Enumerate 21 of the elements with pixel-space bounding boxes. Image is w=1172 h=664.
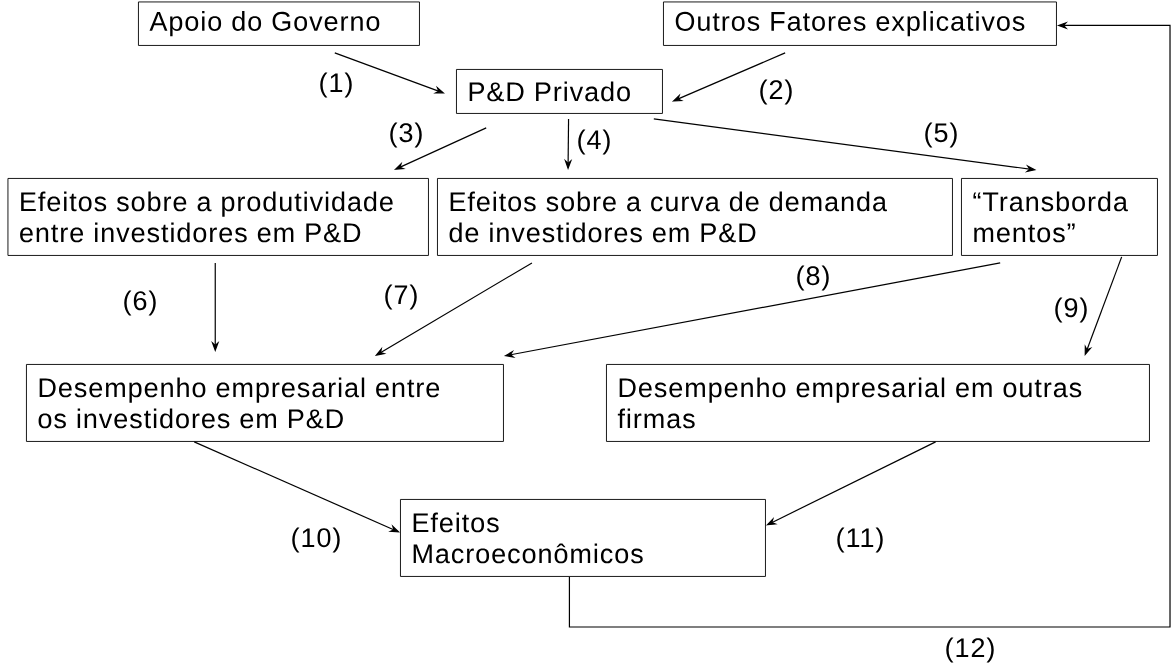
edge-label: (3) [390, 122, 422, 148]
edge-label: (8) [797, 265, 829, 291]
edge-label: (7) [385, 284, 417, 310]
edge-label: (10) [292, 527, 340, 553]
process-box: “Transborda mentos” [961, 178, 1158, 256]
edge-label: (11) [837, 527, 883, 553]
edge-label: (5) [925, 122, 957, 148]
edge-label: (9) [1055, 297, 1087, 323]
edge-label: (2) [760, 79, 792, 105]
edge-label: (6) [124, 290, 156, 316]
edge-label: (4) [578, 129, 610, 155]
process-box: Desempenho empresarial entre os investidores em P&D [26, 364, 504, 442]
process-box: Efeitos sobre a produtividade entre investidores em P&D [7, 178, 429, 256]
process-box: Desempenho empresarial em outras firmas [606, 364, 1150, 442]
process-box: P&D Privado [456, 69, 663, 114]
process-box: Efeitos Macroeconômicos [400, 499, 766, 577]
edge-label: (1) [320, 72, 352, 98]
process-box: Efeitos sobre a curva de demanda de investidores em P&D [437, 178, 953, 256]
process-box: Outros Fatores explicativos [663, 1, 1057, 46]
process-box: Apoio do Governo [138, 1, 420, 46]
edge-label: (12) [946, 637, 994, 663]
